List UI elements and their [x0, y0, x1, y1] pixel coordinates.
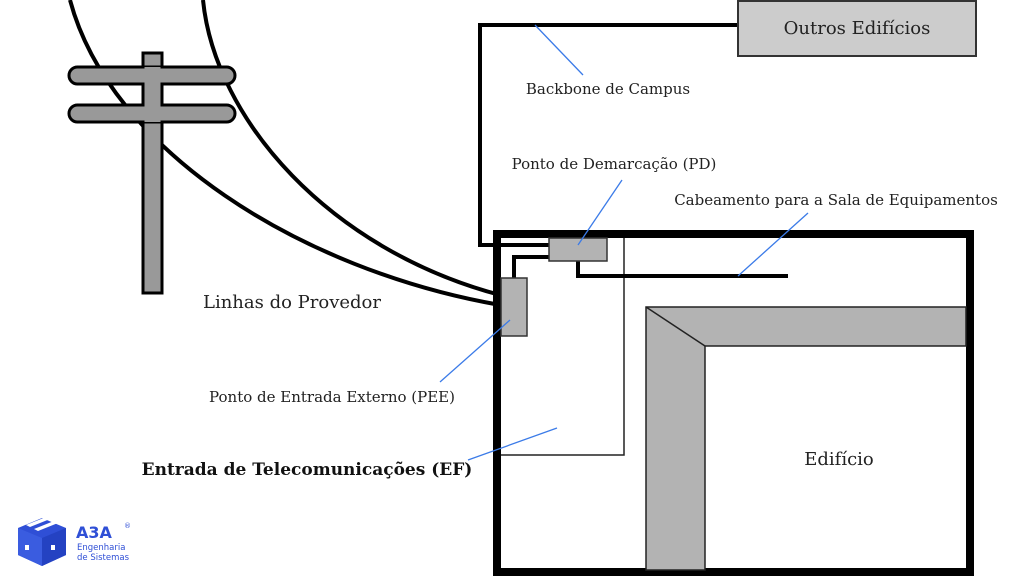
logo-registered-mark: ®: [124, 522, 131, 530]
campus-backbone-label: Backbone de Campus: [526, 80, 690, 98]
entrance-facility-label: Entrada de Telecomunicações (EF): [142, 460, 473, 480]
logo-subtitle-line1: Engenharia: [77, 543, 125, 553]
leader-backbone: [534, 24, 584, 76]
leader-equipment-cabling: [737, 212, 809, 277]
logo-cube-icon: [18, 517, 66, 566]
building-outline: [493, 230, 974, 576]
company-logo: A3A ® Engenharia de Sistemas: [18, 517, 131, 566]
interior-wall: [645, 306, 967, 571]
leader-demarcation: [577, 179, 623, 246]
leader-pee: [439, 319, 511, 383]
equipment-room-cable: [576, 261, 788, 278]
demarcation-point-label: Ponto de Demarcação (PD): [512, 155, 717, 173]
leader-ef: [467, 427, 558, 461]
logo-subtitle-line2: de Sistemas: [77, 553, 130, 563]
external-entry-point-box: [500, 277, 528, 337]
building-label: Edifício: [804, 449, 874, 470]
pee-to-pd-cable: [512, 255, 550, 279]
equipment-cabling-label: Cabeamento para a Sala de Equipamentos: [674, 191, 998, 209]
external-entry-point-label: Ponto de Entrada Externo (PEE): [209, 388, 455, 406]
provider-cable-inner: [201, 0, 501, 297]
provider-cable-outer: [68, 0, 501, 307]
logo-name: A3A: [76, 523, 113, 542]
campus-backbone-line: [478, 23, 738, 247]
leader-lines: [439, 24, 809, 461]
entrance-facility-room: [501, 238, 625, 456]
provider-lines-label: Linhas do Provedor: [203, 292, 381, 313]
other-buildings-label: Outros Edifícios: [784, 18, 931, 39]
demarcation-point-box: [548, 237, 608, 262]
other-buildings-box: [737, 0, 977, 57]
utility-pole-icon: [67, 51, 237, 295]
